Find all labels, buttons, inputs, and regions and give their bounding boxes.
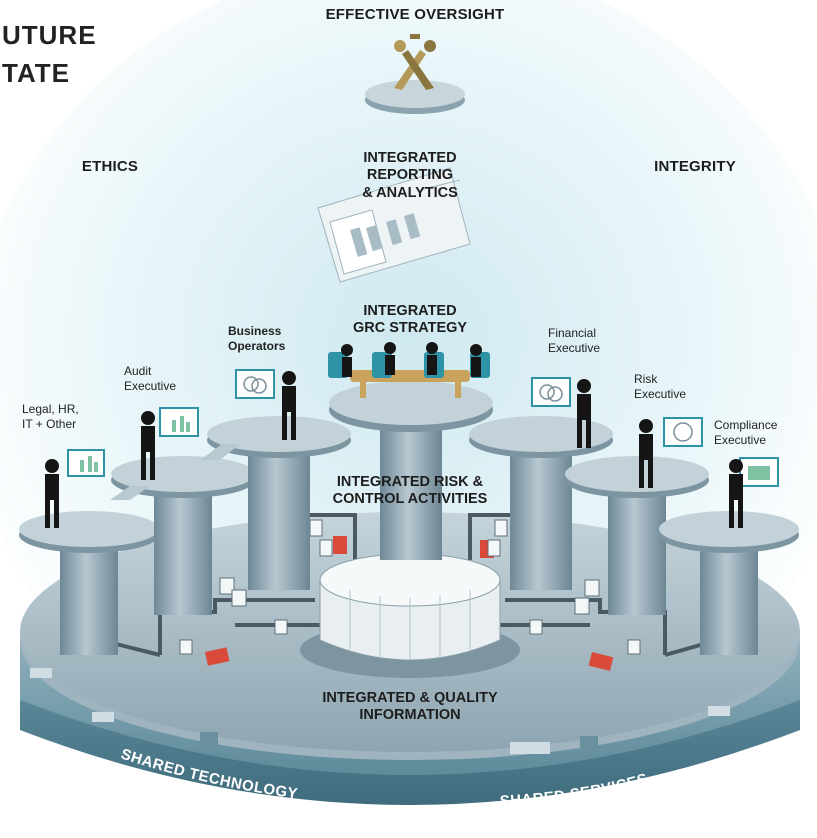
column-strategy	[329, 370, 493, 560]
oversight-pedestal	[365, 34, 465, 114]
role-business-operators: Business Operators	[228, 324, 286, 353]
ethics-label: ETHICS	[81, 158, 139, 175]
role-risk-executive: Risk Executive	[634, 372, 687, 401]
role-financial-executive: Financial Executive	[548, 326, 601, 355]
risk-control-label: INTEGRATED RISK & CONTROL ACTIVITIES	[332, 474, 488, 508]
column-risk	[565, 456, 709, 615]
title-line-1: UTURE	[2, 20, 97, 50]
board-venn-icons	[243, 376, 693, 442]
effective-oversight-label: EFFECTIVE OVERSIGHT	[325, 6, 505, 23]
role-audit-executive: Audit Executive	[124, 364, 177, 393]
data-cards	[179, 519, 641, 655]
column-compliance	[659, 511, 799, 655]
reporting-analytics-label: INTEGRATED REPORTING & ANALYTICS	[362, 150, 458, 201]
board-charts	[80, 416, 770, 480]
role-legal-hr-it: Legal, HR, IT + Other	[22, 402, 79, 431]
information-hub	[300, 553, 520, 678]
title-line-2: TATE	[2, 58, 71, 88]
standing-figures	[45, 371, 743, 528]
column-legal	[19, 511, 159, 655]
strategy-meeting-figures	[328, 342, 490, 378]
quality-information-label: INTEGRATED & QUALITY INFORMATION	[322, 690, 498, 724]
role-compliance-executive: Compliance Executive	[714, 418, 778, 447]
grc-strategy-label: INTEGRATED GRC STRATEGY	[352, 303, 468, 337]
report-documents	[317, 167, 471, 283]
column-business	[200, 416, 351, 590]
integrity-label: INTEGRITY	[654, 158, 736, 175]
column-audit	[110, 456, 255, 615]
